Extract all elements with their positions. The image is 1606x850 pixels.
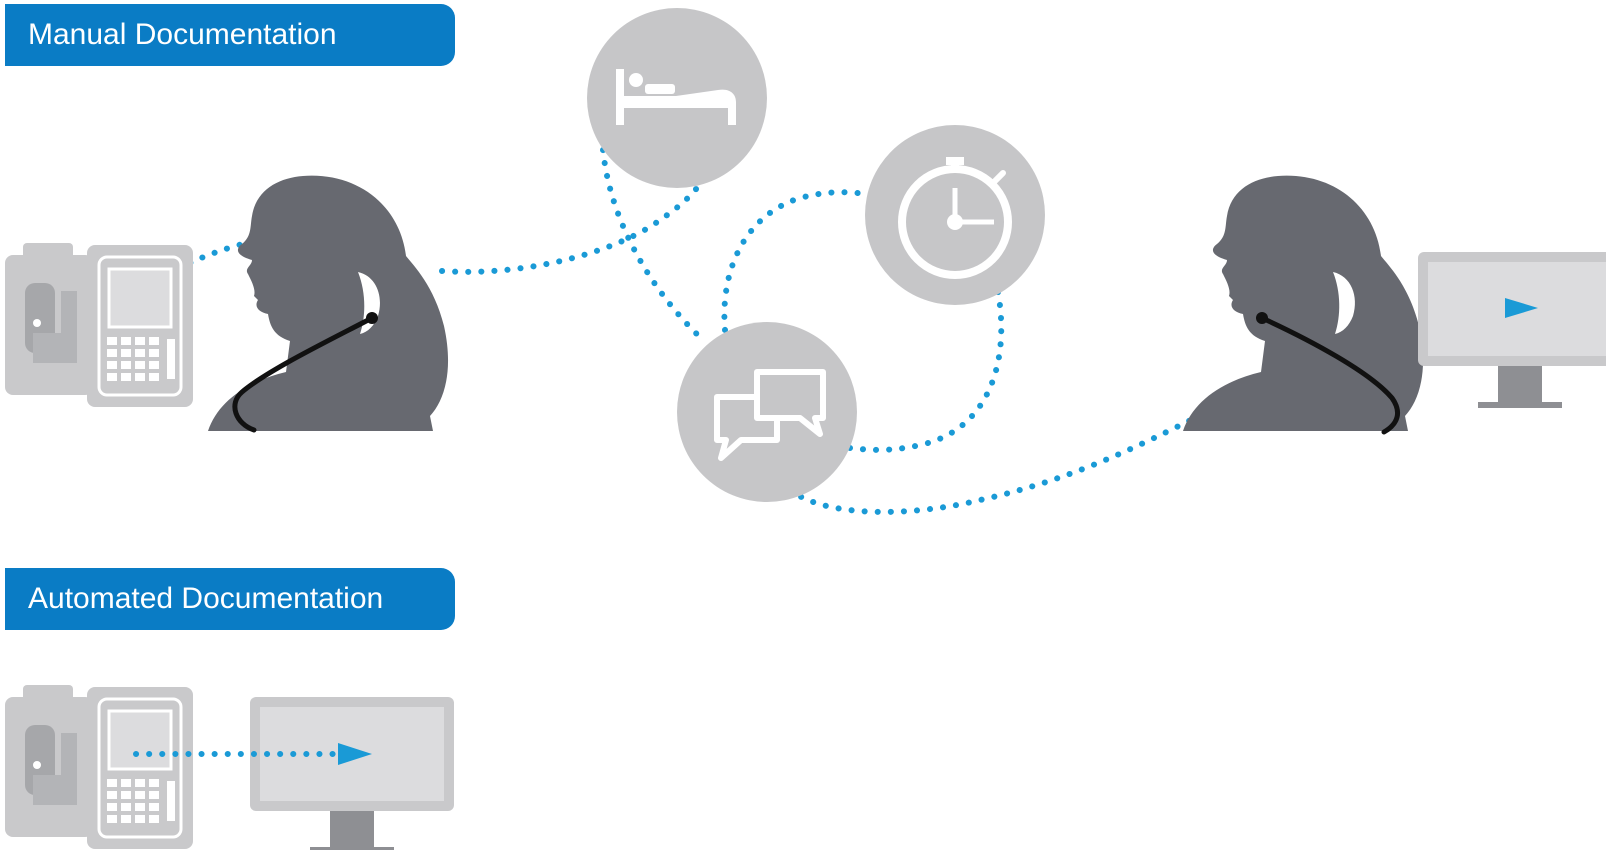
flow-line-bed-to-chat (600, 147, 706, 343)
manual-documentation-banner: Manual Documentation (5, 4, 455, 66)
automated-documentation-banner: Automated Documentation (5, 568, 455, 630)
flow-line-chat-to-timer (721, 189, 869, 333)
flow-line-nurse-to-bed (439, 169, 711, 275)
monitor-icon (250, 697, 454, 850)
stopwatch-icon (865, 125, 1045, 305)
flow-arrowhead (1505, 298, 1538, 318)
infusion-pump-icon (3, 241, 195, 409)
infusion-pump-icon (3, 683, 195, 850)
chat-bubbles-icon (677, 322, 857, 502)
stethoscope-icon (232, 315, 375, 433)
bed-icon (587, 8, 767, 188)
manual-documentation-title: Manual Documentation (28, 18, 337, 51)
stethoscope-icon (1259, 315, 1401, 435)
flow-line-timer-to-chat (847, 289, 1005, 453)
flow-line-chat-to-nurse (787, 405, 1218, 515)
monitor-icon (1418, 252, 1606, 408)
automated-documentation-title: Automated Documentation (28, 582, 384, 615)
flow-arrowhead (338, 743, 372, 765)
